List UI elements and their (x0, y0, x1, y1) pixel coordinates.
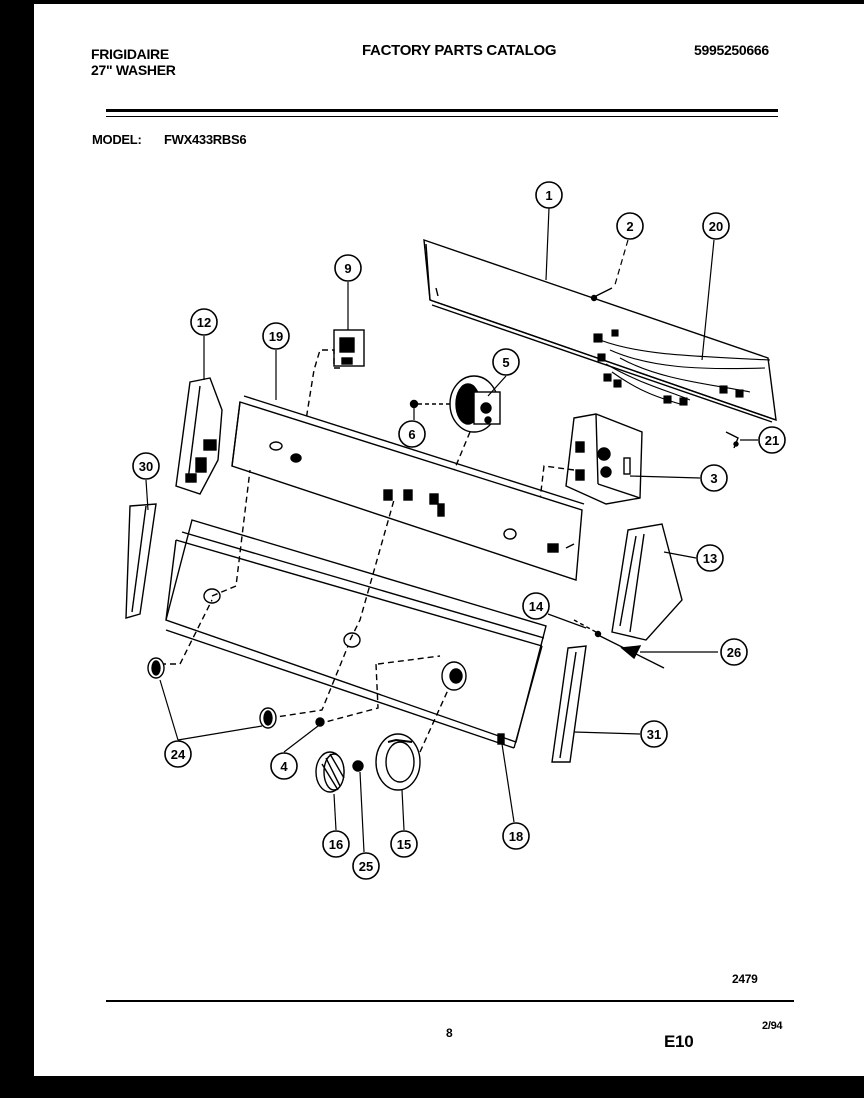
svg-text:13: 13 (703, 551, 717, 566)
svg-text:15: 15 (397, 837, 411, 852)
knob-insert (315, 717, 325, 727)
callout-26: 26 (720, 638, 748, 666)
timer-knob (315, 751, 345, 793)
catalog-page: FRIGIDAIRE 27" WASHER FACTORY PARTS CATA… (34, 4, 864, 1076)
callout-21: 21 (758, 426, 786, 454)
brand-block: FRIGIDAIRE 27" WASHER (91, 46, 176, 78)
section-code: E10 (664, 1032, 694, 1051)
svg-text:9: 9 (344, 261, 351, 276)
callout-18: 18 (502, 822, 530, 850)
wiring-harness (593, 329, 771, 406)
svg-text:18: 18 (509, 829, 523, 844)
svg-text:12: 12 (197, 315, 211, 330)
svg-text:5: 5 (502, 355, 509, 370)
svg-text:25: 25 (359, 859, 373, 874)
brand-name: FRIGIDAIRE (91, 46, 169, 62)
callout-1: 1 (535, 181, 563, 209)
callout-31: 31 (640, 720, 668, 748)
drawing-ref-number: 2479 (732, 972, 758, 986)
header-rule-thick (106, 109, 778, 112)
svg-text:16: 16 (329, 837, 343, 852)
svg-text:4: 4 (280, 759, 288, 774)
svg-text:24: 24 (171, 747, 186, 762)
control-console (165, 519, 547, 749)
left-trim (125, 503, 157, 619)
callout-19: 19 (262, 322, 290, 350)
page-number: 8 (446, 1026, 453, 1040)
svg-text:3: 3 (710, 471, 717, 486)
product-name: 27" WASHER (91, 62, 176, 78)
callout-2: 2 (616, 212, 644, 240)
leader-switch (305, 349, 340, 421)
svg-text:21: 21 (765, 433, 779, 448)
timer-assembly (449, 375, 501, 433)
callout-24: 24 (164, 740, 192, 768)
control-panel-back (231, 395, 585, 581)
svg-text:1: 1 (545, 188, 552, 203)
end-cap-screw (594, 630, 602, 638)
console-screw (497, 733, 505, 745)
callout-5: 5 (492, 348, 520, 376)
rear-panel (423, 238, 777, 423)
timer (565, 413, 643, 505)
knob-washer (352, 760, 364, 772)
left-end-cap (175, 377, 223, 495)
callout-12: 12 (190, 308, 218, 336)
callout-4: 4 (270, 752, 298, 780)
callout-20: 20 (702, 212, 730, 240)
svg-text:30: 30 (139, 459, 153, 474)
selector-switch (333, 329, 365, 367)
svg-text:14: 14 (529, 599, 544, 614)
wire-clip (725, 431, 739, 449)
svg-text:31: 31 (647, 727, 661, 742)
callout-6: 6 (398, 420, 426, 448)
rear-panel-screw (590, 287, 613, 302)
svg-text:19: 19 (269, 329, 283, 344)
svg-text:2: 2 (626, 219, 633, 234)
left-knobs (147, 657, 277, 729)
date-code: 2/94 (762, 1020, 783, 1032)
callout-13: 13 (696, 544, 724, 572)
svg-text:20: 20 (709, 219, 723, 234)
catalog-part-number: 5995250666 (694, 42, 769, 58)
timer-screw (409, 399, 419, 409)
callout-3: 3 (700, 464, 728, 492)
svg-text:6: 6 (408, 427, 415, 442)
footer-rule (106, 1000, 794, 1002)
callout-15: 15 (390, 830, 418, 858)
exploded-parts-diagram: 1 2 20 9 5 12 19 6 21 3 30 13 14 26 31 2… (125, 181, 786, 880)
model-value: FWX433RBS6 (164, 132, 247, 147)
header-rule-thin (106, 116, 778, 117)
catalog-title: FACTORY PARTS CATALOG (362, 42, 557, 59)
callout-25: 25 (352, 852, 380, 880)
callout-30: 30 (132, 452, 160, 480)
callout-14: 14 (522, 592, 550, 620)
right-trim (551, 645, 587, 763)
model-label: MODEL: (92, 132, 142, 147)
callout-9: 9 (334, 254, 362, 282)
timer-dial (375, 733, 421, 791)
svg-text:26: 26 (727, 645, 741, 660)
callout-16: 16 (322, 830, 350, 858)
right-end-cap (611, 523, 683, 641)
